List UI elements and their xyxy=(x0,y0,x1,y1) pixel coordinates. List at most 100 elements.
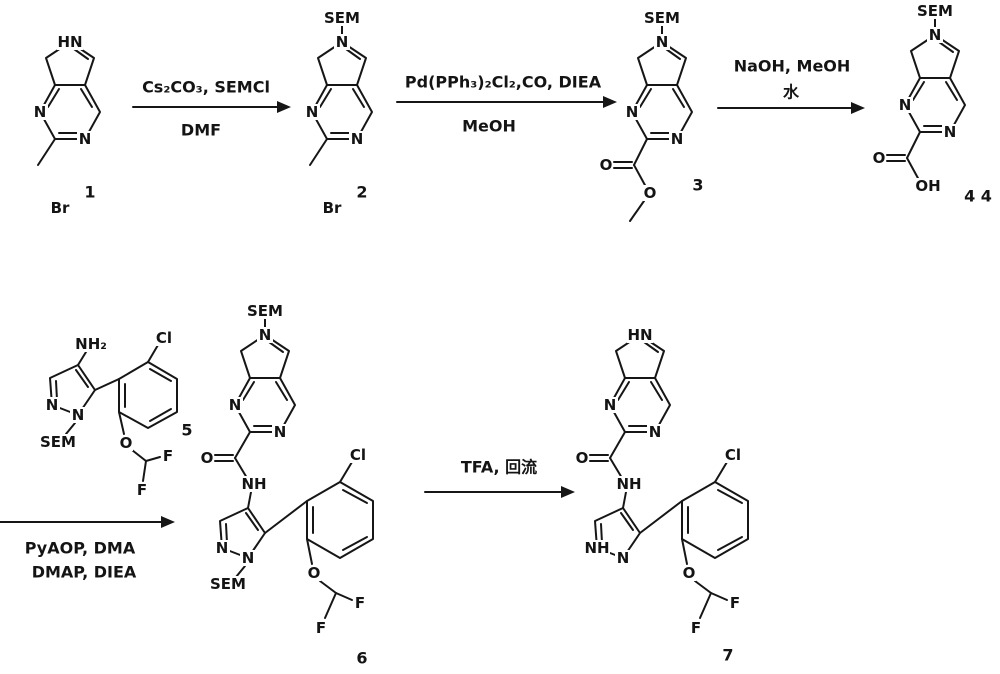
label-bg xyxy=(119,435,133,451)
atom-label-cl: Cl xyxy=(156,329,172,347)
bond-c-f xyxy=(699,592,712,619)
bond-chloro xyxy=(147,344,159,363)
double-bond xyxy=(80,88,93,108)
atom-label-n: N xyxy=(46,396,59,414)
bond-c-nh xyxy=(609,457,623,479)
label-bg xyxy=(669,131,685,147)
atom-label-o: O xyxy=(600,156,613,174)
bond-o-chf2 xyxy=(319,580,337,594)
double-bond xyxy=(945,81,958,101)
label-bg xyxy=(647,424,663,440)
atom-label-br: Br xyxy=(51,199,70,217)
label-bg xyxy=(325,10,359,26)
atom-label-o: O xyxy=(201,449,214,467)
label-bg xyxy=(627,327,653,343)
atom-label-oh: OH xyxy=(915,177,940,195)
pyrrolopyrazine-unit: SEM N N N O NH xyxy=(200,302,296,509)
solvent-below: MeOH xyxy=(462,117,516,136)
atom-label-n: N xyxy=(351,130,364,148)
label-bg xyxy=(624,104,640,120)
double-bond xyxy=(73,48,89,60)
atom-label-n: N xyxy=(216,539,229,557)
label-bg xyxy=(872,150,886,166)
label-bg xyxy=(57,34,83,50)
double-bond xyxy=(352,88,365,108)
atom-label-o: O xyxy=(644,184,657,202)
label-bg xyxy=(915,178,941,194)
label-bg xyxy=(240,550,256,566)
double-bond xyxy=(672,88,685,108)
label-bg xyxy=(248,303,282,319)
bond-to-br xyxy=(309,138,328,166)
reagents-above: Pd(PPh₃)₂Cl₂,CO, DIEA xyxy=(405,73,602,92)
atom-label-n: N xyxy=(604,396,617,414)
bond-nh-pyrazole xyxy=(622,491,627,509)
label-bg xyxy=(689,620,703,636)
atom-label-n: N xyxy=(34,103,47,121)
atom-label-o: O xyxy=(683,564,696,582)
label-bg xyxy=(720,447,746,463)
double-bond xyxy=(149,368,172,382)
label-bg xyxy=(44,397,60,413)
compound-2: SEM N N N Br 2 xyxy=(304,9,373,217)
benzene-ring xyxy=(118,361,178,429)
double-bond xyxy=(275,381,288,401)
bond-n-sem xyxy=(65,422,76,435)
bond-c-f xyxy=(324,592,337,619)
double-bond xyxy=(717,536,743,551)
atom-label-n: N xyxy=(671,130,684,148)
double-bond xyxy=(268,341,284,353)
label-bg xyxy=(616,476,642,492)
compound-number: 7 xyxy=(722,646,733,665)
benzene-ring xyxy=(306,481,374,559)
atom-label-f: F xyxy=(691,619,701,637)
compound-3: SEM N N N O O 3 xyxy=(599,9,704,222)
double-bond xyxy=(600,523,603,544)
bond-aryl-link xyxy=(639,500,683,534)
bond-ring-carbonyl xyxy=(633,138,648,166)
atom-label-cl: Cl xyxy=(725,446,741,464)
atom-label-n: N xyxy=(944,123,957,141)
sem-group-label: SEM xyxy=(644,9,680,27)
reaction-arrow-3: NaOH, MeOH 水 xyxy=(717,57,865,114)
atom-label-n: N xyxy=(899,96,912,114)
sem-group-label: SEM xyxy=(40,433,76,451)
double-bond xyxy=(620,512,634,531)
compound-1: HN N N Br 1 xyxy=(32,33,101,217)
reagents-above: Cs₂CO₃, SEMCl xyxy=(142,78,270,97)
double-bond xyxy=(75,369,89,388)
bond-c-f xyxy=(710,592,728,601)
atom-label-n: N xyxy=(649,423,662,441)
bond-c-f xyxy=(142,460,147,482)
atom-label-f: F xyxy=(730,594,740,612)
atom-label-hn: HN xyxy=(57,33,82,51)
label-bg xyxy=(599,157,613,173)
atom-label-n: N xyxy=(72,406,85,424)
label-bg xyxy=(76,336,106,352)
bond-o-chf2 xyxy=(131,449,147,462)
label-bg xyxy=(214,540,230,556)
label-bg xyxy=(211,576,245,592)
bond-n-sem xyxy=(235,565,246,578)
sem-group-label: SEM xyxy=(917,2,953,20)
atom-label-n: N xyxy=(242,549,255,567)
bond-nh-pyrazole xyxy=(247,491,252,509)
bond-c-oh xyxy=(906,157,920,181)
atom-label-o: O xyxy=(120,434,133,452)
bond-ester-o xyxy=(633,164,647,188)
label-bg xyxy=(682,565,696,581)
double-bond xyxy=(717,489,743,504)
reagents-line2: DMAP, DIEA xyxy=(32,563,137,582)
compound-7: HN N N O NH NH N Cl O F xyxy=(575,326,749,665)
bond-amine xyxy=(77,351,87,366)
atom-label-n: N xyxy=(229,396,242,414)
double-bond xyxy=(912,81,925,101)
double-bond xyxy=(47,88,60,108)
sem-group-label: SEM xyxy=(324,9,360,27)
double-bond xyxy=(342,489,368,504)
reaction-arrow-1: Cs₂CO₃, SEMCl DMF xyxy=(132,78,291,140)
bond-ether-o xyxy=(118,411,125,435)
bond-c-nh xyxy=(234,457,248,479)
atom-label-o: O xyxy=(308,564,321,582)
label-bg xyxy=(304,104,320,120)
